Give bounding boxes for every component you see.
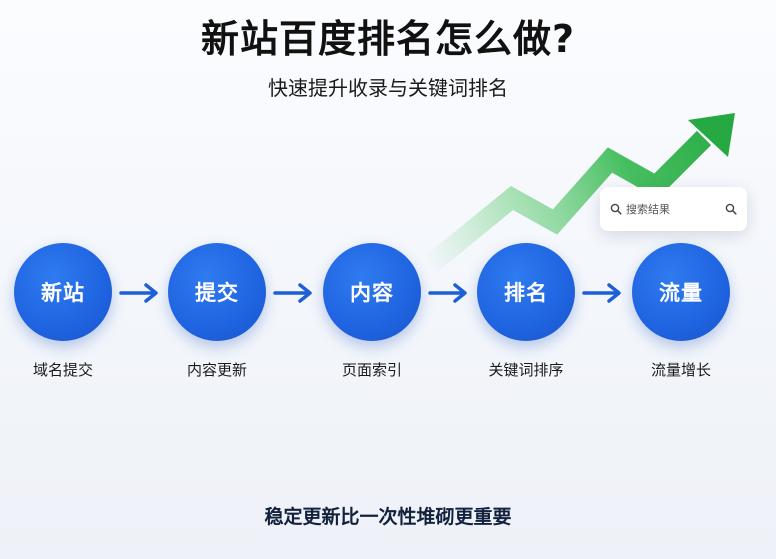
arrow-right-icon	[428, 283, 467, 303]
step-node-new-site: 新站	[14, 243, 112, 341]
search-result-card: 搜索结果	[600, 187, 747, 231]
step-caption: 域名提交	[32, 361, 93, 379]
step-label: 提交	[195, 281, 239, 305]
step-caption: 关键词排序	[488, 361, 564, 379]
step-label: 排名	[504, 281, 548, 305]
step-node-ranking: 排名	[477, 243, 575, 341]
step-label: 新站	[41, 281, 85, 305]
step-caption: 页面索引	[341, 361, 402, 379]
step-caption: 流量增长	[650, 361, 711, 379]
footer-note: 稳定更新比一次性堆砌更重要	[264, 506, 512, 528]
step-label: 流量	[659, 281, 703, 305]
step-node-content: 内容	[323, 243, 421, 341]
search-box[interactable]: 搜索结果	[610, 196, 737, 222]
step-label: 内容	[350, 281, 394, 305]
search-icon[interactable]	[725, 203, 737, 215]
step-node-submit: 提交	[168, 243, 266, 341]
page-title: 新站百度排名怎么做?	[200, 17, 576, 61]
arrow-right-icon	[582, 283, 621, 303]
arrow-right-icon	[273, 283, 312, 303]
step-node-traffic: 流量	[632, 243, 730, 341]
page-subtitle: 快速提升收录与关键词排名	[268, 76, 508, 100]
search-icon	[610, 203, 622, 215]
step-caption: 内容更新	[186, 361, 247, 379]
search-result-text: 搜索结果	[626, 203, 670, 216]
arrow-right-icon	[119, 283, 158, 303]
